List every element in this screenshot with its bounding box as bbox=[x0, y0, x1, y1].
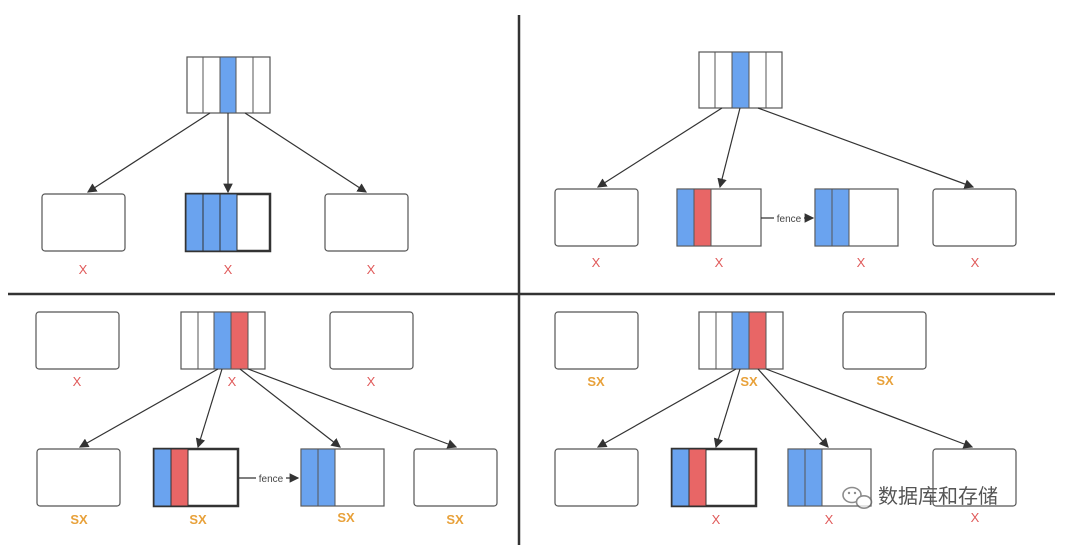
q2-label-4: X bbox=[971, 255, 980, 270]
q3-arrow-2 bbox=[195, 368, 223, 449]
q4-label-top-left: SX bbox=[587, 374, 605, 389]
q3-node-2 bbox=[152, 447, 240, 508]
q4-label-4: X bbox=[971, 510, 980, 525]
q3-fence-label: fence bbox=[259, 474, 284, 485]
q4-label-3: X bbox=[825, 512, 834, 527]
wechat-icon bbox=[842, 486, 873, 509]
q2-label-2: X bbox=[715, 255, 724, 270]
q1-root-node bbox=[186, 56, 271, 114]
q3-arrow-1 bbox=[78, 368, 219, 448]
q3-node-1 bbox=[36, 448, 121, 507]
q1-mid-node bbox=[184, 192, 272, 253]
q3-label-4: SX bbox=[446, 512, 464, 527]
q3-label-3: SX bbox=[337, 510, 355, 525]
q4-arrow-1 bbox=[596, 368, 737, 448]
q2-fence-bg bbox=[774, 211, 804, 224]
q2-node-1 bbox=[554, 188, 639, 247]
q3-top-left-node bbox=[35, 311, 120, 370]
q4-node-3 bbox=[787, 448, 872, 507]
q4-label-top-right: SX bbox=[876, 373, 894, 388]
q3-fence-bg bbox=[256, 471, 286, 484]
q2-arrow-2 bbox=[717, 107, 741, 189]
q4-top-right-node bbox=[842, 311, 927, 370]
q4-node-4 bbox=[932, 448, 1017, 507]
q4-root-node bbox=[698, 311, 784, 370]
q2-label-1: X bbox=[592, 255, 601, 270]
q3-label-top-right: X bbox=[367, 374, 376, 389]
q3-node-3 bbox=[300, 448, 385, 507]
q1-right-node bbox=[324, 193, 409, 252]
q3-label-top-mid: X bbox=[228, 374, 237, 389]
q4-arrow-4 bbox=[765, 368, 974, 449]
q1-arrow-left bbox=[86, 112, 211, 193]
q4-node-2 bbox=[670, 447, 758, 508]
q4-label-2: X bbox=[712, 512, 721, 527]
q2-root-node bbox=[698, 51, 783, 109]
q3-label-2: SX bbox=[189, 512, 207, 527]
q4-top-left-node bbox=[554, 311, 639, 370]
q1-label-right: X bbox=[367, 262, 376, 277]
q2-node-4 bbox=[932, 188, 1017, 247]
q2-label-3: X bbox=[857, 255, 866, 270]
q2-fence-label: fence bbox=[777, 214, 802, 225]
q1-arrow-right bbox=[244, 112, 368, 193]
q3-label-top-left: X bbox=[73, 374, 82, 389]
q3-root-node bbox=[180, 311, 266, 370]
q2-node-3 bbox=[814, 188, 899, 247]
q3-arrow-3 bbox=[239, 368, 341, 448]
watermark-text: 数据库和存储 bbox=[878, 484, 998, 508]
q4-arrow-3 bbox=[757, 368, 829, 448]
q1-label-mid: X bbox=[224, 262, 233, 277]
q4-label-top-mid: SX bbox=[740, 374, 758, 389]
q3-label-1: SX bbox=[70, 512, 88, 527]
q2-arrow-4 bbox=[757, 107, 975, 189]
q4-node-1 bbox=[554, 448, 639, 507]
q1-left-node bbox=[41, 193, 126, 252]
q2-arrow-1 bbox=[596, 107, 723, 188]
q2-node-2 bbox=[676, 188, 762, 247]
q4-arrow-2 bbox=[713, 368, 741, 449]
q3-node-4 bbox=[413, 448, 498, 507]
q1-label-left: X bbox=[79, 262, 88, 277]
q3-top-right-node bbox=[329, 311, 414, 370]
q3-arrow-4 bbox=[247, 368, 458, 449]
